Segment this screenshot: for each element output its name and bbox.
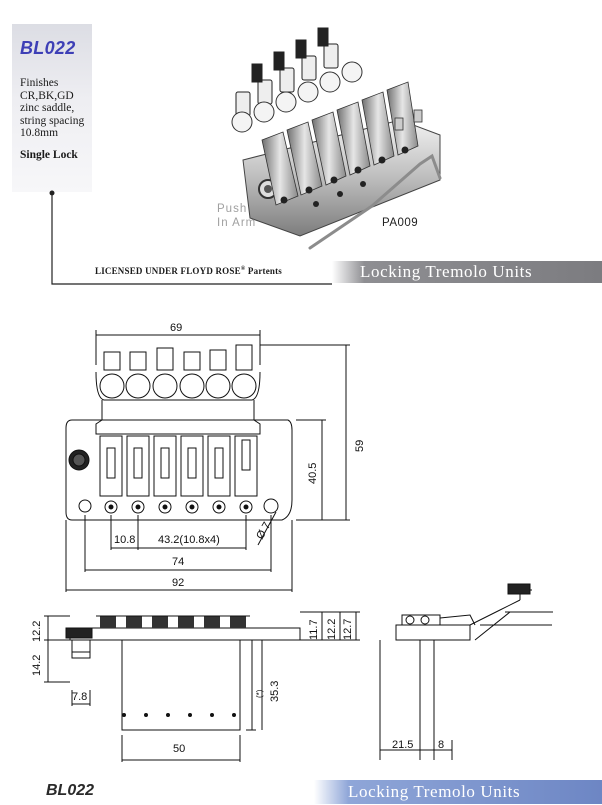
dim-height-partial: 40.5 (307, 463, 319, 484)
dim-right-h2: 12.2 (326, 619, 338, 640)
category-banner-top: Locking Tremolo Units (332, 261, 602, 283)
license-note: LICENSED UNDER FLOYD ROSE® Partents (95, 266, 282, 276)
spec-card: BL022 Finishes CR,BK,GD zinc saddle, str… (12, 24, 92, 192)
dim-saddle-end: 10.8 (114, 534, 135, 546)
dim-block-note: (*) (255, 689, 264, 698)
front-view-drawing (44, 611, 360, 762)
spec-line-colors: CR,BK,GD (20, 89, 74, 102)
part-number: PA009 (382, 217, 419, 229)
push-in-arm-label: Push In Arm (217, 202, 256, 230)
dim-base-width: 92 (172, 577, 184, 589)
dim-right-h1: 11.7 (308, 619, 320, 640)
model-code: BL022 (20, 38, 76, 58)
dim-string-spacing: 43.2(10.8x4) (158, 534, 220, 546)
dimension-labels: 69 59 40.5 10.8 43.2(10.8x4) 74 92 Ø 7 1… (31, 322, 444, 755)
dim-right-h3: 12.7 (342, 619, 354, 640)
license-suffix: Partents (245, 266, 283, 276)
spec-line-finishes: Finishes (20, 77, 59, 89)
spec-line-spacing-value: 10.8mm (20, 127, 59, 139)
dim-height-total: 59 (354, 440, 366, 452)
category-banner-bottom: Locking Tremolo Units (314, 780, 602, 804)
push-label-line1: Push (217, 203, 248, 215)
dim-stud-width: 7.8 (72, 691, 87, 703)
top-view-drawing (65, 330, 350, 592)
dim-block-width: 50 (173, 743, 185, 755)
dim-side-thickness: 8 (438, 739, 444, 751)
license-text: LICENSED UNDER FLOYD ROSE (95, 266, 241, 276)
push-label-line2: In Arm (217, 217, 257, 229)
footer-model-code: BL022 (46, 782, 95, 799)
license-mark: ® (240, 266, 246, 272)
callout-line (49, 190, 332, 285)
side-view-drawing (379, 583, 553, 760)
dim-side-depth: 21.5 (392, 739, 413, 751)
dim-stud-height: 14.2 (31, 655, 43, 676)
lock-type: Single Lock (20, 148, 78, 161)
dim-left-height: 12.2 (31, 621, 43, 642)
spec-line-saddle: zinc saddle, (20, 102, 75, 114)
tremolo-photo (231, 27, 442, 250)
dim-post-spacing: 74 (172, 556, 184, 568)
dim-width-top: 69 (170, 322, 182, 334)
spec-line-spacing: string spacing (20, 114, 85, 127)
dim-block-height: 35.3 (269, 681, 281, 702)
